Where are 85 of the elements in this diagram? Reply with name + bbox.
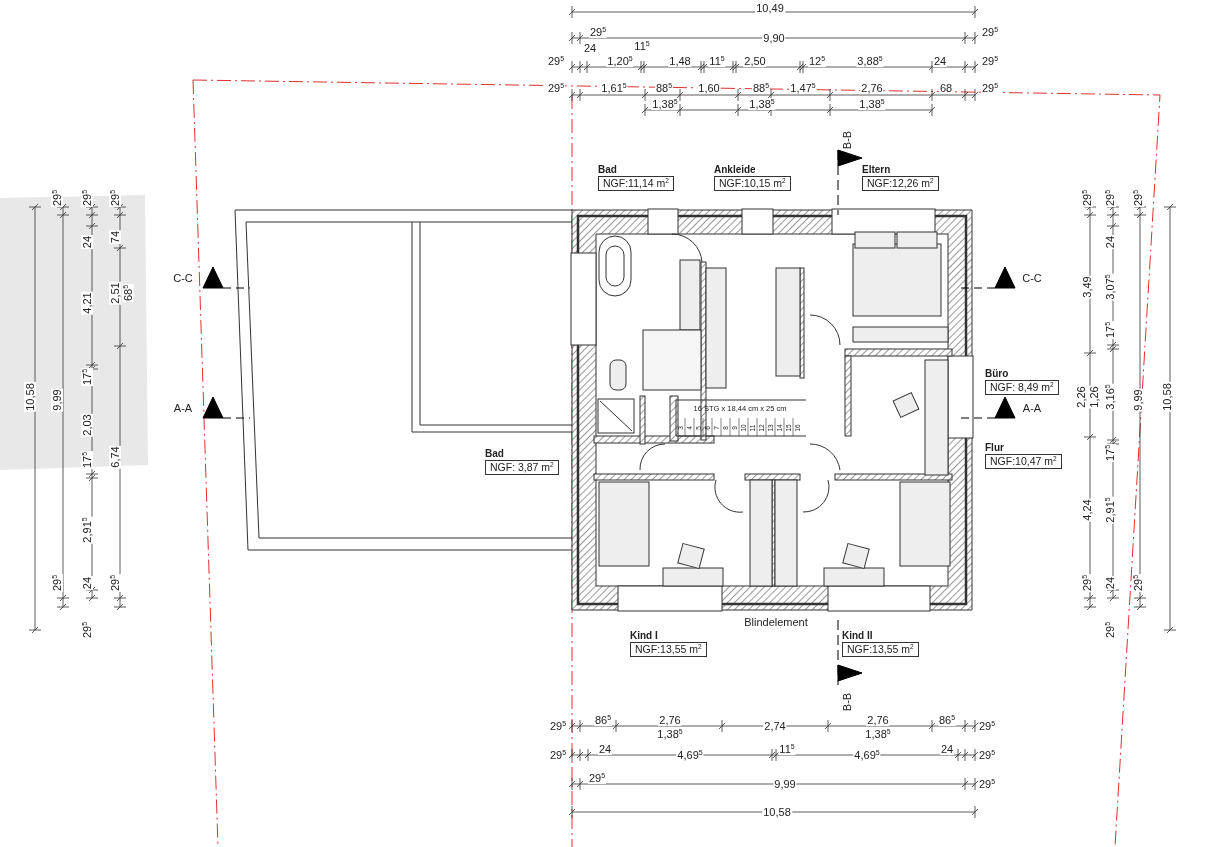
dimension-value: 29$^{5}$ (980, 55, 1000, 67)
dimension-value: 9,99 (773, 778, 797, 790)
dimension-value: 1,38$^{5}$ (656, 728, 684, 740)
room-name: Bad (485, 448, 504, 460)
dimension-value: 1,38$^{5}$ (651, 98, 679, 110)
dimension-value: 10,58 (762, 806, 792, 818)
dimension-value: 11$^{5}$ (708, 55, 726, 67)
dimension-value: 24 (81, 575, 93, 591)
dimension-value: 29$^{5}$ (977, 720, 997, 732)
dimension-value: 1,38$^{5}$ (864, 728, 892, 740)
area-tag: NGF:13,55 m$^{2}$ (630, 642, 707, 657)
dimension-value: 4,21 (81, 291, 93, 315)
dimension-value: 29$^{5}$ (977, 749, 997, 761)
room-name: Büro (985, 368, 1009, 380)
dimension-value: 1,20$^{5}$ (606, 55, 634, 67)
dimension-value: 1,61$^{5}$ (600, 82, 628, 94)
area-tag: NGF:11,14 m$^{2}$ (598, 176, 674, 191)
dimension-value: 24 (1104, 575, 1116, 591)
dimension-value: 88$^{5}$ (751, 82, 771, 94)
dimension-value: 2,51 (109, 281, 121, 305)
dimension-value: 29$^{5}$ (977, 778, 997, 790)
dimension-value: 10,58 (24, 382, 36, 412)
dimension-value: 11$^{5}$ (778, 743, 796, 755)
dimension-value: 2,76 (658, 714, 682, 726)
room-name: Ankleide (714, 164, 756, 176)
dimension-value: 9,99 (51, 388, 63, 412)
dimension-value: 29$^{5}$ (546, 55, 566, 67)
dimension-value: 24 (932, 55, 948, 67)
area-tag: NGF:10,15 m$^{2}$ (714, 176, 791, 191)
area-tag: NGF:13,55 m$^{2}$ (842, 642, 919, 657)
dimension-value: 2,74 (763, 720, 787, 732)
dimension-value: 1,47$^{5}$ (789, 82, 817, 94)
section-label: C-C (172, 272, 194, 284)
dimension-value: 1,48 (668, 55, 692, 67)
dimension-value: 24 (582, 42, 598, 54)
dimension-value: 1,38$^{5}$ (858, 98, 886, 110)
dimension-value: 9,99 (1132, 388, 1144, 412)
dimension-value: 29$^{5}$ (548, 749, 568, 761)
area-tag: NGF: 8,49 m$^{2}$ (985, 380, 1059, 395)
dimension-value: 10,49 (755, 2, 785, 14)
dimension-value: 68 (938, 82, 954, 94)
area-tag: NGF:12,26 m$^{2}$ (862, 176, 939, 191)
dimension-value: 1,26 (1088, 385, 1100, 409)
dimension-value: 29$^{5}$ (980, 26, 1000, 38)
dimension-value: 29$^{5}$ (588, 26, 608, 38)
dimension-value: 2,03 (81, 413, 93, 437)
room-name: Eltern (862, 164, 891, 176)
dimension-value: 88$^{5}$ (654, 82, 674, 94)
section-label: A-A (172, 402, 194, 414)
section-label: B-B (841, 129, 853, 151)
dimension-value: 2,26 (1075, 385, 1087, 409)
dimension-value: 29$^{5}$ (980, 82, 1000, 94)
area-tag: NGF:10,47 m$^{2}$ (985, 454, 1062, 469)
area-tag: NGF: 3,87 m$^{2}$ (485, 460, 559, 475)
dimension-value: 1,38$^{5}$ (748, 98, 776, 110)
dimension-value: 24 (597, 743, 613, 755)
dimension-value: 2,50 (743, 55, 767, 67)
dimension-value: 4,24 (1081, 498, 1093, 522)
dimension-value: 3,88$^{5}$ (856, 55, 884, 67)
dimension-value: 2,76 (860, 82, 884, 94)
dimension-value: 9,90 (762, 32, 786, 44)
dimension-value: 24 (939, 743, 955, 755)
dimension-value: 24 (1104, 234, 1116, 250)
dimension-value: 4,69$^{5}$ (853, 749, 881, 761)
dimension-value: 3,49 (1081, 275, 1093, 299)
section-label: B-B (841, 691, 853, 713)
room-name: Flur (985, 442, 1004, 454)
room-name: Bad (598, 164, 617, 176)
dimension-value: 29$^{5}$ (546, 82, 566, 94)
dimension-value: 10,58 (1161, 382, 1173, 412)
dimension-value: 4,69$^{5}$ (676, 749, 704, 761)
dimension-value: 86$^{5}$ (937, 714, 957, 726)
dimension-value: 6,74 (109, 445, 121, 469)
dimension-value: 29$^{5}$ (548, 720, 568, 732)
dimension-value: 12$^{5}$ (807, 55, 827, 67)
dimension-value: 11$^{5}$ (633, 40, 651, 52)
room-name: Kind I (630, 630, 658, 642)
section-label: C-C (1021, 272, 1043, 284)
wall-note: Blindelement (743, 616, 809, 628)
dimension-value: 2,76 (866, 714, 890, 726)
dimension-value: 86$^{5}$ (593, 714, 613, 726)
dimension-value: 29$^{5}$ (587, 772, 607, 784)
dimension-value: 1,60 (697, 82, 721, 94)
section-label: A-A (1021, 402, 1043, 414)
room-name: Kind II (842, 630, 873, 642)
